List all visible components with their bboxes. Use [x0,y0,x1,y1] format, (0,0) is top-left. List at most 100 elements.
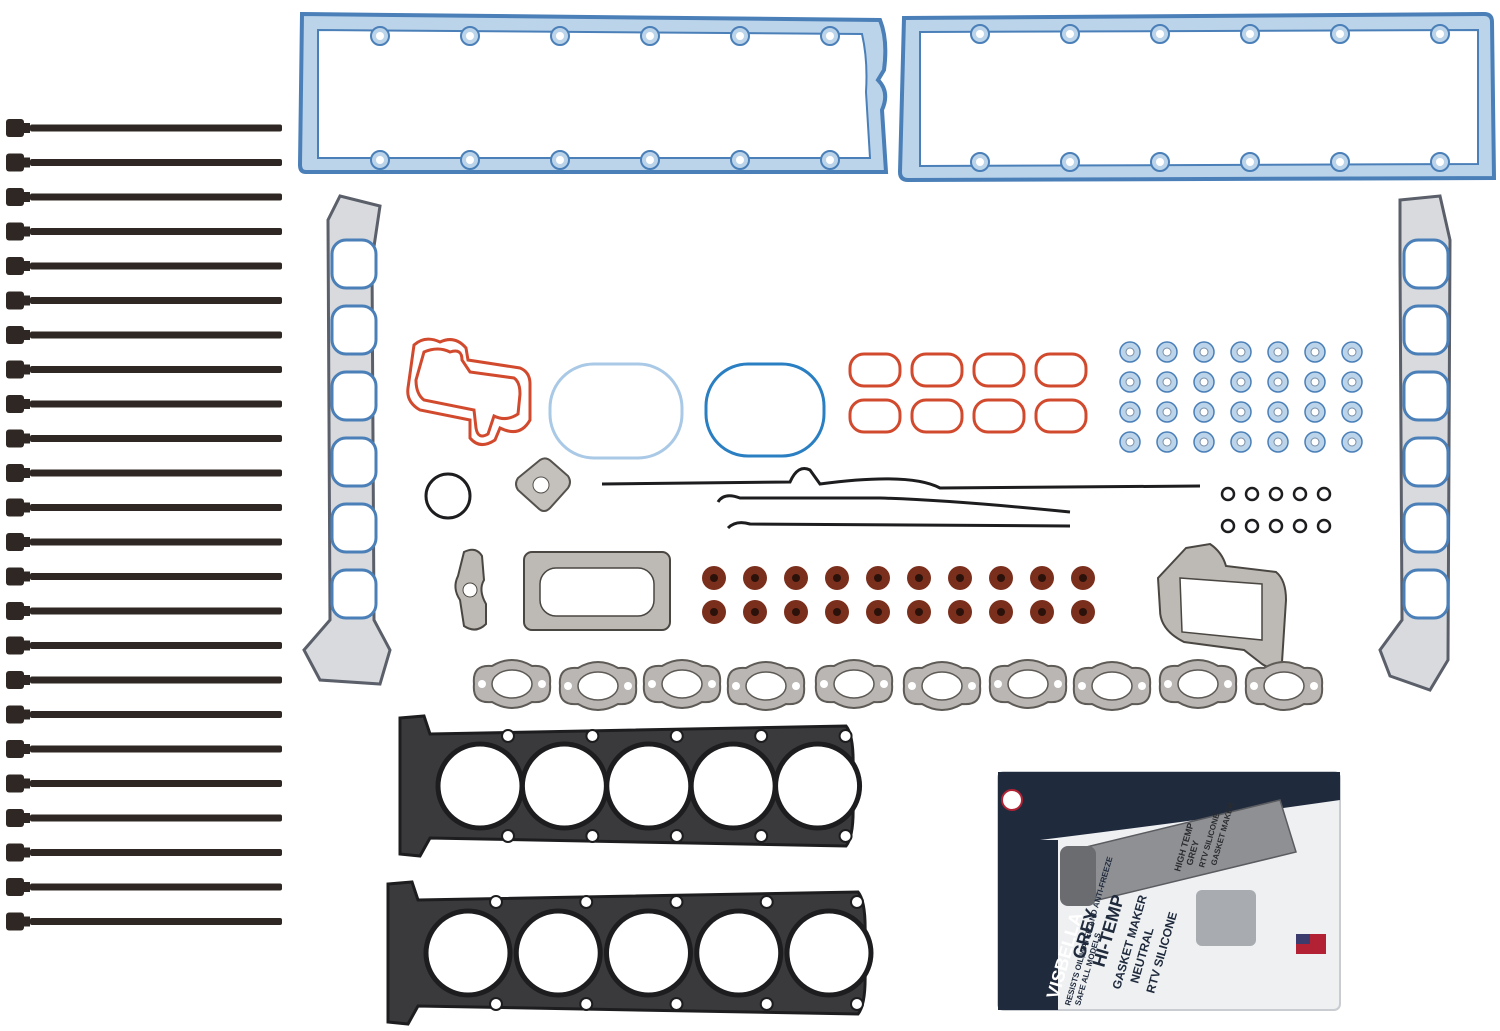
small-oring [1220,486,1236,502]
usa-badge-icon [1001,789,1023,811]
cylinder-bore [513,908,603,998]
runner-gasket [848,398,902,434]
intake-port [330,238,378,290]
cylinder-bore [688,741,778,831]
head-bolt [6,395,282,413]
small-oring-group [1220,486,1332,534]
clear-oring-large [548,362,684,460]
head-bolt [6,429,282,448]
exhaust-manifold-gasket-group [472,659,1324,711]
engine-image [1196,890,1256,946]
head-bolt [6,498,282,517]
intake-port [330,304,378,356]
exhaust-gasket [472,659,552,709]
intake-port [330,568,378,620]
valve-cover-right-bolt-tabs [970,24,1450,172]
blue-oring-large [704,362,826,458]
intake-port [330,502,378,554]
head-bolt [6,222,282,241]
cylinder-bore [694,908,784,998]
head-bolt [6,809,282,827]
intake-runner-gasket-group [848,352,1088,434]
small-oring [1244,486,1260,502]
head-bolt [6,360,282,379]
cylinder-bore [604,741,694,831]
front-cover-seal-strips [601,467,1201,530]
cylinder-head-gasket-group [386,714,874,1026]
intake-port [1402,304,1450,356]
small-oring [1268,486,1284,502]
small-oring [1268,518,1284,534]
small-oring [1316,486,1332,502]
intake-port [1402,436,1450,488]
intake-port [330,370,378,422]
small-oring [1220,518,1236,534]
head-bolt [6,464,282,482]
valve-cover-gasket-left [297,11,889,174]
head-bolt [6,671,282,689]
egr-plate-gasket [1156,542,1288,669]
head-gasket [386,880,874,1026]
exhaust-gasket [1072,661,1152,711]
runner-gasket [972,352,1026,388]
cylinder-bore [435,741,525,831]
rtv-tube-cap [1060,846,1096,906]
intake-manifold-gasket-right [1378,194,1452,692]
intake-port [1402,370,1450,422]
red-water-outlet-gasket [406,337,532,446]
head-bolt [6,326,282,344]
head-bolt [6,533,282,551]
head-bolt [6,153,282,172]
spark-plug-tube-seal-group [1119,341,1363,453]
runner-gasket [910,352,964,388]
egr-diamond-gasket [515,457,571,512]
small-flange-gasket [454,548,487,631]
head-bolt [6,878,282,896]
intake-port [1402,568,1450,620]
head-bolt [6,188,282,206]
runner-gasket [1034,352,1088,388]
runner-gasket [910,398,964,434]
intake-port [1402,502,1450,554]
runner-gasket [848,352,902,388]
small-oring [1292,518,1308,534]
exhaust-gasket [1158,659,1238,709]
rtv-silicone-package: VISBELLA GREY HI-TEMP GASKET MAKER NEUTR… [997,771,1341,1011]
black-oring [424,472,472,520]
cylinder-bore [784,908,874,998]
exhaust-gasket [988,659,1068,709]
valve-cover-gasket-right [897,11,1497,183]
throttle-body-gasket [523,551,671,631]
head-bolt [6,740,282,758]
valve-cover-left-bolt-tabs [370,26,840,170]
exhaust-gasket [558,661,638,711]
valve-stem-seal-group [702,566,1095,624]
exhaust-gasket [726,661,806,711]
runner-gasket [1034,398,1088,434]
intake-port [1402,238,1450,290]
head-bolt [6,291,282,310]
runner-gasket [972,398,1026,434]
exhaust-gasket [642,659,722,709]
cylinder-bore [519,741,609,831]
head-bolt [6,567,282,586]
head-bolt [6,912,282,931]
small-oring [1316,518,1332,534]
head-bolt-group [6,119,282,931]
exhaust-gasket [902,661,982,711]
cylinder-bore [423,908,513,998]
intake-port [330,436,378,488]
head-gasket [398,714,863,858]
small-oring [1292,486,1308,502]
cylinder-bore [603,908,693,998]
head-bolt [6,602,282,620]
intake-manifold-gasket-left [302,194,392,686]
head-bolt [6,843,282,862]
head-bolt [6,705,282,724]
exhaust-gasket [814,659,894,709]
head-bolt [6,119,282,137]
head-bolt [6,636,282,655]
small-oring [1244,518,1260,534]
exhaust-gasket [1244,661,1324,711]
head-bolt [6,774,282,793]
